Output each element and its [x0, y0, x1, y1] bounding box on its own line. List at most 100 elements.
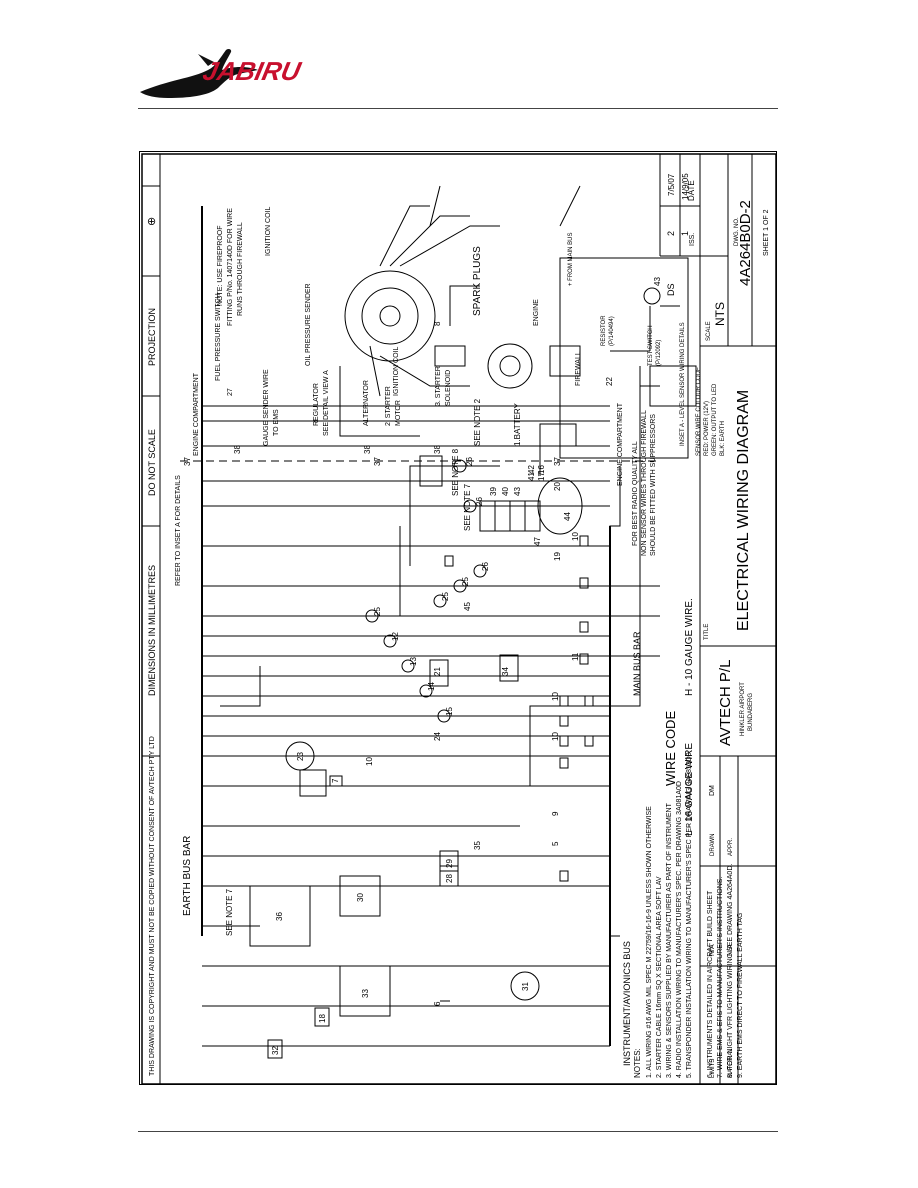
see-note-8: SEE NOTE 8 — [451, 448, 460, 496]
comp-47: 47 — [533, 537, 542, 546]
radio-note-1: FOR BEST RADIO QUALITY ALL — [632, 441, 639, 546]
company-name: AVTECH P/L — [717, 660, 734, 746]
comp-32: 32 — [271, 1046, 280, 1055]
comp-43: 43 — [513, 487, 522, 496]
instrument-bus-label: INSTRUMENT/AVIONICS BUS — [622, 941, 632, 1066]
comp-37b: 37 — [373, 457, 382, 466]
comp-22: 22 — [605, 377, 614, 386]
note-1: 1. ALL WIRING #16 AWG MIL SPEC M 22759/1… — [646, 806, 653, 1078]
ignition-coil-label: IGNITION COIL — [393, 347, 400, 397]
rev1-by: DS — [666, 283, 676, 296]
colour-code-4: BLK: EARTH — [720, 421, 726, 456]
comp-34: 34 — [501, 667, 510, 676]
firewall-label: FIREWALL — [575, 351, 582, 386]
comp-5a: 5 — [551, 841, 560, 846]
scale-label: SCALE — [706, 321, 712, 341]
comp-21: 21 — [433, 667, 442, 676]
comp-41: 41 — [527, 472, 536, 481]
comp-16: 16 — [537, 465, 546, 474]
comp-26b: 26 — [475, 497, 484, 506]
comp-23: 23 — [296, 752, 305, 761]
comp-18: 18 — [318, 1014, 327, 1023]
comp-8: 8 — [433, 321, 442, 326]
comp-37c: 37 — [553, 457, 562, 466]
jabiru-logo: JABIRU — [140, 48, 304, 98]
header-divider — [138, 108, 778, 109]
drawing-title: ELECTRICAL WIRING DIAGRAM — [735, 390, 752, 631]
engine-label: ENGINE — [533, 299, 540, 326]
colour-code-3: GREEN: OUTPUT TO LED — [712, 383, 718, 456]
title-label: TITLE — [704, 624, 710, 640]
inset-from-bus: + FROM MAIN BUS — [568, 232, 574, 286]
note-9: 9. EARTH EMS DIRECT TO FIREWALL EARTH TA… — [737, 913, 744, 1078]
inset-test: TEST SWITCH — [648, 325, 654, 366]
gauge-sender-label-2: TO EMS — [273, 409, 280, 436]
refer-inset-label: REFER TO INSET A FOR DETAILS — [175, 475, 182, 586]
page-header: JABIRU — [138, 40, 778, 110]
rev0-iss: 1 — [680, 231, 690, 236]
radio-note-2: NON SENSOR WIRES THROUGH FIREWALL — [641, 410, 648, 556]
comp-39: 39 — [489, 487, 498, 496]
colour-code-1: SENSOR WIRE COLOUR CODE — [696, 367, 702, 456]
address-1: HINKLER AIRPORT — [740, 682, 746, 736]
wiring-diagram: THIS DRAWING IS COPYRIGHT AND MUST NOT B… — [141, 153, 776, 1084]
dwg-no: 4A264B0D-2 — [737, 200, 754, 286]
comp-38c: 38 — [433, 445, 442, 454]
rev1-iss: 2 — [666, 231, 676, 236]
comp-25b: 25 — [441, 592, 450, 601]
comp-31: 31 — [521, 982, 530, 991]
material-value: N/A — [727, 944, 734, 956]
address-2: BUNDABERG — [748, 693, 754, 731]
comp-10d: 10 — [571, 532, 580, 541]
comp-40: 40 — [501, 487, 510, 496]
comp-25c: 25 — [461, 577, 470, 586]
limits-value: N/A — [709, 944, 716, 956]
dwg-no-label: DWG. NO. — [734, 217, 740, 246]
bird-icon — [140, 48, 258, 98]
engine-compartment-label-top: ENGINE COMPARTMENT — [193, 372, 200, 456]
footer-divider — [138, 1131, 778, 1132]
main-bus-bar-label: MAIN BUS BAR — [632, 631, 642, 696]
comp-36: 36 — [275, 912, 284, 921]
limits-label: LIMITS — [710, 1059, 716, 1078]
appr-label: APPR. — [728, 838, 734, 856]
fireproof-note: NOTE: USE FIREPROOF — [217, 225, 224, 306]
comp-10c: 10 — [551, 692, 560, 701]
comp-6: 6 — [433, 1001, 442, 1006]
comp-7: 7 — [331, 778, 340, 783]
material-label: MATERIAL — [728, 1048, 734, 1078]
earth-bus-bar-label: EARTH BUS BAR — [182, 836, 193, 916]
starter-solenoid-label: 3. STARTER — [435, 366, 442, 406]
see-note-2: SEE NOTE 2 — [473, 398, 482, 446]
comp-42: 42 — [527, 465, 536, 474]
comp-26c: 26 — [465, 457, 474, 466]
regulator-label: REGULATOR — [313, 383, 320, 426]
projection-label: PROJECTION — [147, 308, 157, 366]
drawn-value: DM — [709, 785, 716, 796]
comp-26a: 26 — [481, 562, 490, 571]
gauge-sender-label: GAUGE SENDER WIRE — [263, 369, 270, 446]
comp-45: 45 — [463, 602, 472, 611]
wire-code-title: WIRE CODE — [663, 711, 678, 786]
comp-35: 35 — [473, 841, 482, 850]
regulator-label-2: SEE DETAIL VIEW A — [323, 370, 330, 436]
wire-code-l: L - 16 GAUGE WIRE — [684, 743, 695, 836]
colour-code-2: RED: POWER (12V) — [704, 401, 710, 456]
date-label: DATE — [687, 180, 696, 201]
comp-10b: 10 — [551, 732, 560, 741]
starter-solenoid-label-2: SOLENOID — [445, 370, 452, 406]
comp-9a: 9 — [551, 811, 560, 816]
comp-25a: 25 — [373, 607, 382, 616]
note-5: 5. TRANSPONDER INSTALLATION WIRING TO MA… — [686, 752, 693, 1078]
projection-symbol-icon: ⊕ — [146, 217, 158, 226]
scale-value: NTS — [713, 302, 727, 326]
comp-19: 19 — [553, 552, 562, 561]
comp-14: 14 — [427, 682, 436, 691]
inset-resistor: RESISTOR — [601, 315, 607, 346]
engine-compartment-label-bottom: ENGINE COMPARTMENT — [617, 402, 624, 486]
inset-resistor-2: (P/140494) — [609, 316, 615, 346]
do-not-scale-label: DO NOT SCALE — [147, 429, 157, 496]
comp-11: 11 — [571, 652, 580, 661]
comp-30: 30 — [356, 893, 365, 902]
copyright-notice: THIS DRAWING IS COPYRIGHT AND MUST NOT B… — [149, 736, 156, 1076]
